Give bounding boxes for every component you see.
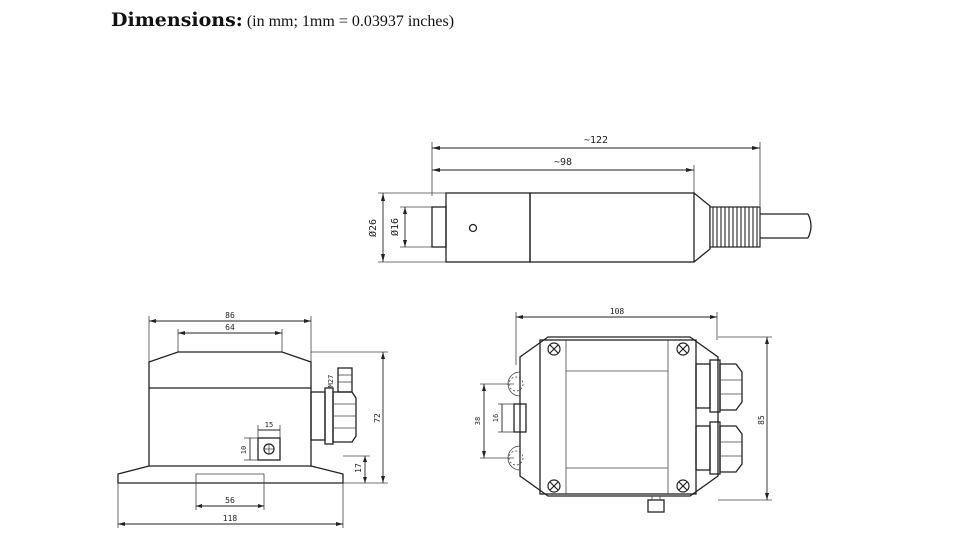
top-view-drawing: 108 38 16 bbox=[474, 307, 772, 513]
foot-width-56: 56 bbox=[225, 496, 235, 505]
top-width-108: 108 bbox=[610, 307, 625, 316]
side-width-64: 64 bbox=[225, 323, 235, 332]
dimensions-label: Dimensions: bbox=[111, 9, 243, 31]
gland-m27: M27 bbox=[327, 375, 335, 388]
top-height-85: 85 bbox=[757, 415, 766, 425]
dimensions-heading: Dimensions: (in mm; 1mm = 0.03937 inches… bbox=[111, 9, 454, 31]
units-note: (in mm; 1mm = 0.03937 inches) bbox=[246, 13, 455, 30]
probe-diameter-16: Ø16 bbox=[389, 218, 401, 236]
probe-length-98: ~98 bbox=[554, 157, 572, 168]
probe-drawing: ~122 ~98 Ø26 Ø16 bbox=[367, 135, 812, 263]
probe-diameter-26: Ø26 bbox=[367, 219, 379, 237]
side-width-86: 86 bbox=[225, 311, 235, 320]
slot-16: 16 bbox=[492, 414, 500, 422]
base-width-118: 118 bbox=[223, 514, 238, 523]
slot-38: 38 bbox=[474, 417, 482, 425]
side-height-72: 72 bbox=[373, 413, 382, 423]
side-view-drawing: 86 64 M27 72 bbox=[117, 311, 388, 528]
hole-height-10: 10 bbox=[240, 446, 248, 454]
probe-length-122: ~122 bbox=[584, 135, 608, 146]
side-height-17: 17 bbox=[354, 463, 363, 473]
hole-spacing-15: 15 bbox=[265, 421, 273, 429]
